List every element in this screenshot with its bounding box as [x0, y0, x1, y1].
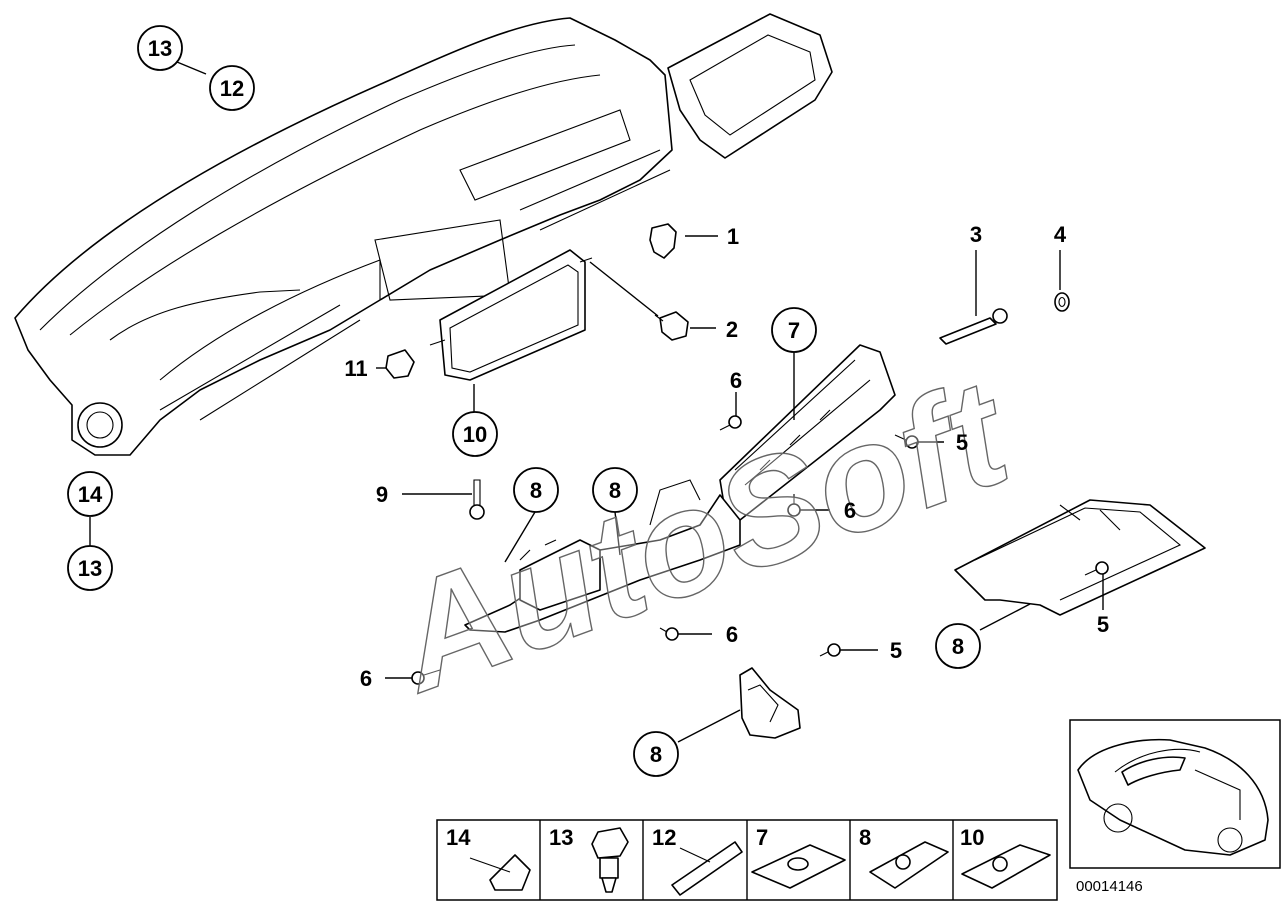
legend-14: 14 [446, 825, 471, 850]
legend-13-icon [591, 827, 629, 893]
callout-10: 10 [452, 411, 498, 457]
screw-9 [402, 479, 485, 520]
screw-6-b [787, 494, 830, 517]
nut-1 [649, 223, 718, 259]
svg-text:10: 10 [463, 422, 487, 447]
legend-10: 10 [960, 825, 984, 850]
screw-5-c [819, 643, 878, 657]
label-6-c: 6 [726, 622, 738, 647]
label-1: 1 [727, 224, 739, 249]
washer-4 [1054, 250, 1070, 312]
callout-8-bottom: 8 [633, 731, 679, 777]
callout-8-b: 8 [592, 467, 638, 513]
legend-8-icon [869, 841, 949, 889]
svg-text:8: 8 [952, 634, 964, 659]
lower-panel-8 [954, 499, 1206, 616]
callout-8-a: 8 [513, 467, 559, 513]
screw-6-a [719, 392, 742, 431]
legend-13: 13 [549, 825, 573, 850]
legend-10-icon [961, 844, 1051, 889]
label-4: 4 [1054, 222, 1067, 247]
label-6-a: 6 [730, 368, 742, 393]
svg-text:12: 12 [220, 76, 244, 101]
label-2: 2 [726, 317, 738, 342]
knee-bolster-8 [464, 479, 741, 633]
part-labels: 1 2 3 4 11 6 5 9 6 5 6 6 5 [344, 222, 1109, 691]
callout-13-left: 13 [67, 545, 113, 591]
screw-3 [939, 250, 1008, 345]
dashboard-panel [14, 17, 673, 456]
callout-group: 13 12 14 13 10 7 8 8 [67, 25, 981, 777]
watermark-text: AutoSoft [370, 346, 1032, 724]
leader-lines [89, 61, 1031, 743]
screw-6-d [385, 669, 441, 685]
bracket-8-small [739, 667, 801, 739]
bracket-10 [429, 249, 593, 381]
callout-13-top: 13 [137, 25, 183, 71]
label-9: 9 [376, 482, 388, 507]
svg-text:8: 8 [650, 742, 662, 767]
clip-2 [589, 261, 716, 341]
svg-text:14: 14 [78, 482, 103, 507]
document-number: 00014146 [1076, 878, 1143, 895]
legend-12: 12 [652, 825, 676, 850]
svg-text:7: 7 [788, 318, 800, 343]
svg-text:8: 8 [530, 478, 542, 503]
airbag-cover [667, 13, 833, 159]
svg-text:13: 13 [78, 556, 102, 581]
legend-7: 7 [756, 825, 768, 850]
label-6-b: 6 [844, 498, 856, 523]
screw-6-c [659, 627, 712, 641]
svg-text:13: 13 [148, 36, 172, 61]
legend-8: 8 [859, 825, 871, 850]
label-6-d: 6 [360, 666, 372, 691]
callout-7: 7 [771, 307, 817, 353]
legend-12-icon [671, 841, 743, 896]
legend-14-icon [489, 854, 531, 891]
callout-12-top: 12 [209, 65, 255, 111]
svg-text:8: 8 [609, 478, 621, 503]
label-11: 11 [344, 356, 367, 381]
trim-panel-7 [719, 344, 896, 521]
screws [385, 392, 1109, 685]
callout-8-right: 8 [935, 623, 981, 669]
legend-7-icon [751, 844, 846, 889]
screw-5-a [894, 434, 944, 449]
label-3: 3 [970, 222, 982, 247]
screw-5-b [1084, 561, 1109, 610]
car-location-inset [1069, 719, 1281, 869]
label-5-c: 5 [890, 638, 902, 663]
label-5-a: 5 [956, 430, 968, 455]
parts-legend: 14 13 12 7 8 10 [436, 819, 1058, 901]
clip-11 [376, 349, 415, 379]
callout-14-left: 14 [67, 471, 113, 517]
label-5-b: 5 [1097, 612, 1109, 637]
